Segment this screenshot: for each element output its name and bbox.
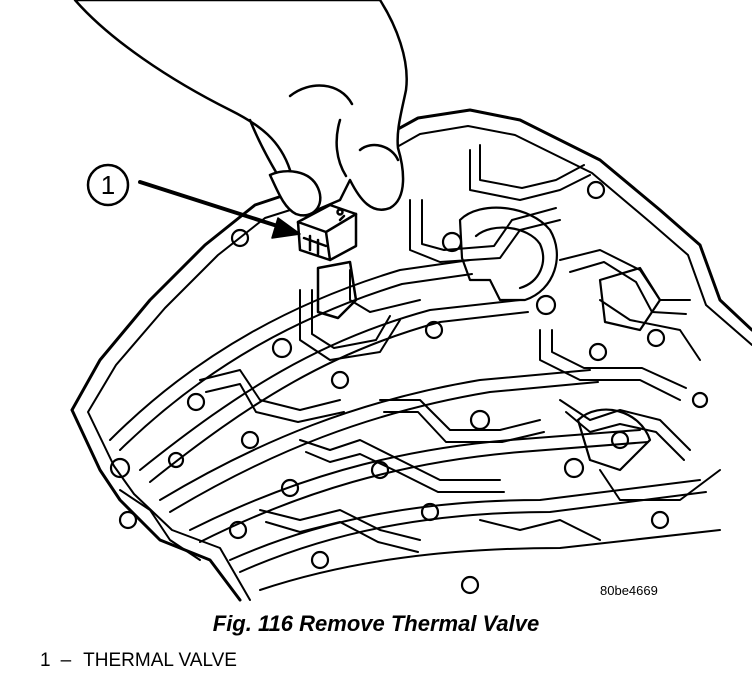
thermal-valve-slot	[316, 260, 358, 320]
figure-image-code: 80be4669	[600, 583, 658, 598]
valve-body-inner-edge	[87, 125, 752, 601]
valve-body-illustration: 1	[70, 0, 752, 602]
thermal-valve	[296, 203, 358, 262]
callout-circle	[86, 163, 130, 207]
fluid-passages	[109, 144, 721, 591]
valve-body-plate	[70, 108, 752, 602]
callout-number: 1	[101, 170, 115, 200]
legend-item-number: 1	[40, 650, 51, 671]
legend-item: 1–THERMAL VALVE	[40, 650, 237, 672]
valve-cavity	[458, 206, 662, 472]
hand	[73, 0, 408, 217]
figure-caption: Fig. 116 Remove Thermal Valve	[212, 611, 540, 636]
legend-item-separator: –	[60, 650, 72, 671]
callout-leader	[138, 180, 301, 239]
legend-item-text: THERMAL VALVE	[83, 650, 237, 671]
